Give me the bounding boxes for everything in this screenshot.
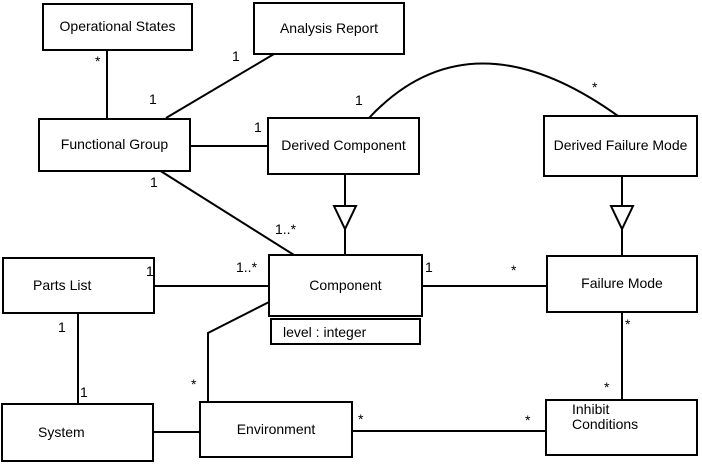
- class-name-label: Environment: [236, 420, 316, 437]
- class-parts-list[interactable]: Parts List: [2, 257, 155, 314]
- multiplicity-comp-fm-at-fm: *: [511, 262, 517, 278]
- association-functional-group-component[interactable]: [158, 169, 295, 256]
- multiplicity-pl-sys-at-sys: 1: [80, 384, 88, 400]
- multiplicity-comp-fm-at-comp: 1: [425, 259, 433, 275]
- class-inhibit-conditions[interactable]: Inhibit Conditions: [545, 399, 698, 456]
- multiplicity-fm-ic-at-ic: *: [604, 379, 610, 395]
- class-name-label: Derived Failure Mode: [553, 137, 688, 154]
- multiplicity-pl-sys-at-pl: 1: [58, 319, 66, 335]
- multiplicity-fg-comp-at-comp: 1..*: [275, 221, 297, 237]
- generalization-triangle-icon: [609, 205, 635, 232]
- class-name-label: Inhibit Conditions: [572, 401, 639, 433]
- association-arc-derived-component-derived-failure-mode[interactable]: [368, 62, 619, 119]
- attribute-label: level : integer: [283, 323, 367, 340]
- class-derived-failure-mode[interactable]: Derived Failure Mode: [543, 115, 698, 177]
- class-derived-component[interactable]: Derived Component: [267, 117, 420, 175]
- multiplicity-ar-fg-at-ar: 1: [232, 48, 240, 64]
- class-name-label: Functional Group: [60, 136, 169, 153]
- class-name-label: Failure Mode: [581, 275, 663, 292]
- class-name-label: Analysis Report: [279, 19, 379, 36]
- generalization-triangle-icon: [332, 205, 358, 232]
- multiplicity-os-fg-at-os: *: [95, 53, 101, 69]
- association-component-environment[interactable]: [207, 301, 270, 403]
- multiplicity-env-ic-at-env: *: [358, 411, 364, 427]
- class-system[interactable]: System: [1, 403, 154, 462]
- multiplicity-comp-env-at-env: *: [191, 376, 197, 392]
- class-name-label: Component: [309, 276, 382, 293]
- class-environment[interactable]: Environment: [199, 401, 353, 458]
- multiplicity-fg-dc-at-dc: 1: [254, 119, 262, 135]
- class-failure-mode[interactable]: Failure Mode: [546, 255, 698, 313]
- class-name-label: Derived Component: [281, 137, 406, 154]
- multiplicity-ar-fg-at-fg: 1: [149, 91, 157, 107]
- class-name-label: Operational States: [59, 18, 176, 35]
- multiplicity-pl-comp-at-pl: 1: [146, 263, 154, 279]
- association-analysis-report-functional-group[interactable]: [165, 53, 275, 119]
- class-name-label: Parts List: [33, 276, 92, 293]
- class-operational-states[interactable]: Operational States: [42, 3, 193, 51]
- multiplicity-fm-ic-at-fm: *: [625, 316, 631, 332]
- multiplicity-dc-dfm-at-dc: 1: [355, 92, 363, 108]
- multiplicity-fg-comp-at-fg: 1: [150, 174, 158, 190]
- class-analysis-report[interactable]: Analysis Report: [253, 2, 405, 55]
- class-name-label: System: [38, 423, 85, 440]
- class-component[interactable]: Component: [268, 254, 423, 317]
- class-component-attributes-compartment[interactable]: level : integer: [270, 318, 421, 345]
- multiplicity-dc-dfm-at-dfm: *: [592, 79, 598, 95]
- multiplicity-env-ic-at-ic: *: [525, 412, 531, 428]
- multiplicity-pl-comp-at-comp: 1..*: [236, 259, 258, 275]
- class-functional-group[interactable]: Functional Group: [38, 118, 191, 172]
